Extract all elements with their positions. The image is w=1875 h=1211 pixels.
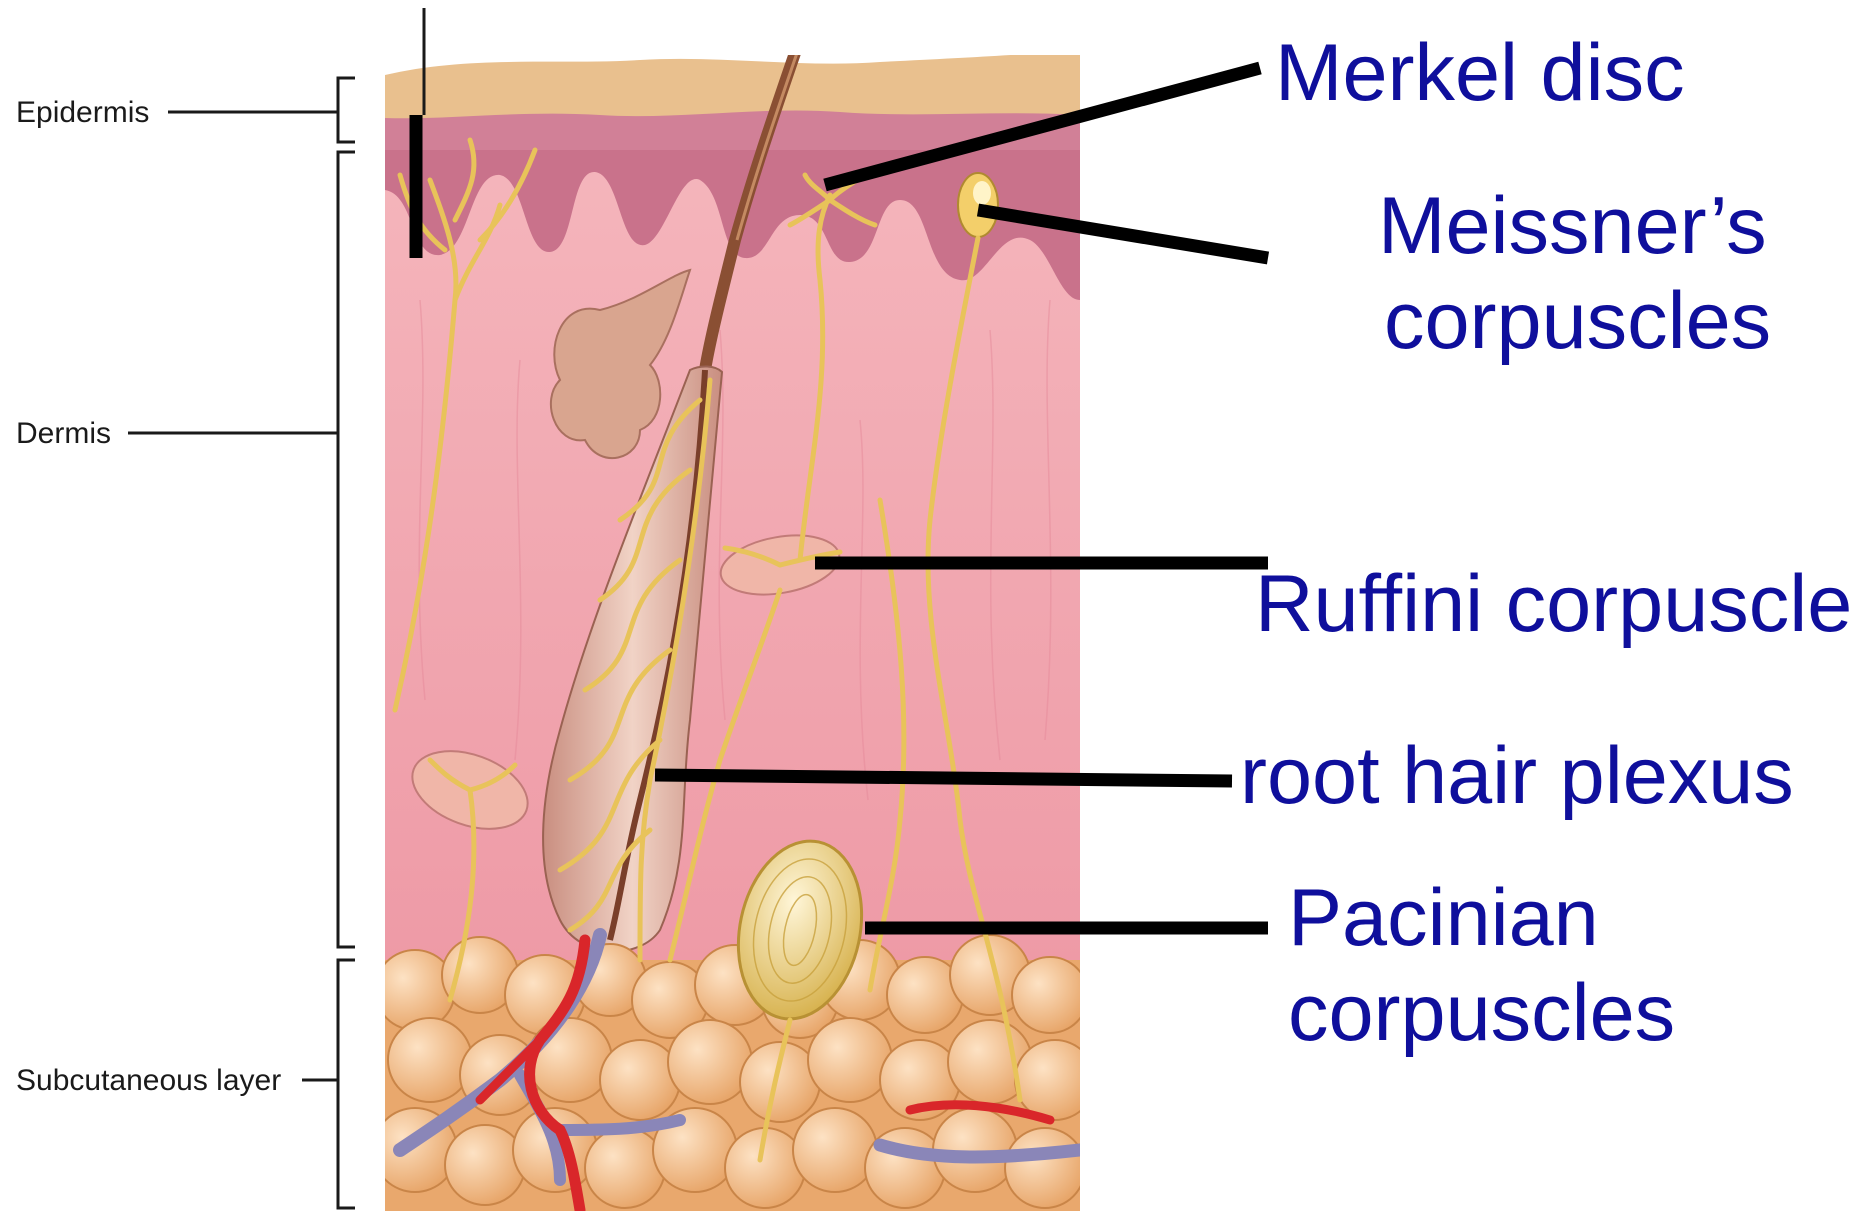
subcutaneous-label: Subcutaneous layer: [16, 1064, 281, 1097]
dermis-label: Dermis: [16, 417, 111, 450]
root-hair-plexus-label: root hair plexus: [1240, 731, 1794, 821]
epidermis-label: Epidermis: [16, 96, 149, 129]
meissner-label-line1: Meissner’s: [1378, 181, 1767, 271]
skin-illustration: [373, 8, 1095, 1211]
root-hair-pointer: [655, 775, 1232, 781]
ruffini-corpuscle-label: Ruffini corpuscle: [1255, 559, 1852, 649]
subcutaneous-bracket: [338, 960, 355, 1208]
dermis-bracket: [338, 152, 355, 947]
pacinian-label-line1: Pacinian: [1288, 873, 1599, 963]
meissner-label-line2: corpuscles: [1384, 276, 1771, 366]
subcutaneous-fat: [373, 935, 1095, 1211]
epidermis-stratum-corneum: [385, 50, 1080, 118]
merkel-disc-label: Merkel disc: [1275, 28, 1685, 118]
epidermis-bracket: [338, 78, 355, 142]
layer-brackets: [128, 8, 424, 1208]
pacinian-label-line2: corpuscles: [1288, 968, 1675, 1058]
